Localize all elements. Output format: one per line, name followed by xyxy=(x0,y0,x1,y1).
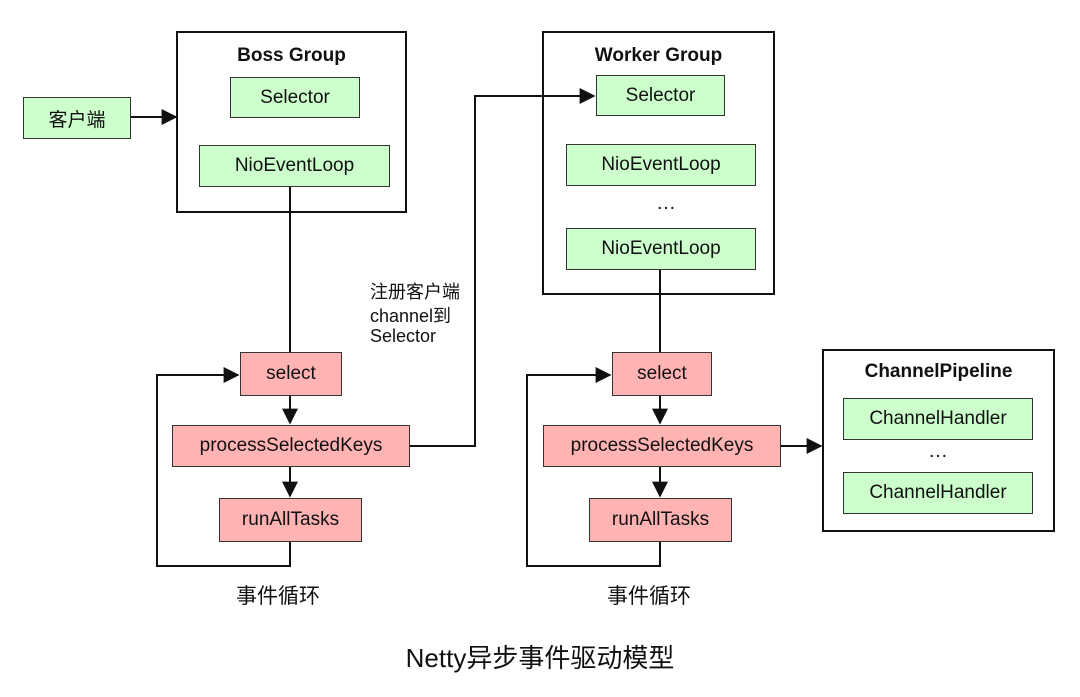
worker-ellipsis: … xyxy=(656,192,676,214)
worker-group-frame: Worker Group xyxy=(542,31,775,295)
worker-select-box: select xyxy=(612,352,712,396)
worker-process-selected-keys-box: processSelectedKeys xyxy=(543,425,781,467)
boss-selector-box: Selector xyxy=(230,77,360,118)
worker-run-all-tasks-box: runAllTasks xyxy=(589,498,732,542)
worker-nioeventloop-box: NioEventLoop xyxy=(566,144,756,186)
pipeline-ellipsis: … xyxy=(928,440,948,462)
boss-run-all-tasks-box: runAllTasks xyxy=(219,498,362,542)
worker-nioeventloop-box: NioEventLoop xyxy=(566,228,756,270)
boss-group-title: Boss Group xyxy=(237,45,346,66)
channel-handler-box: ChannelHandler xyxy=(843,472,1033,514)
boss-nioeventloop-box: NioEventLoop xyxy=(199,145,390,187)
boss-group-frame: Boss Group xyxy=(176,31,407,213)
boss-process-selected-keys-box: processSelectedKeys xyxy=(172,425,410,467)
register-note-line: 注册客户端 xyxy=(370,282,460,302)
channel-pipeline-frame: ChannelPipeline xyxy=(822,349,1055,532)
diagram-title: Netty异步事件驱动模型 xyxy=(405,643,675,673)
boss-loop-caption: 事件循环 xyxy=(236,585,320,608)
register-note-line: channel到 xyxy=(370,306,452,326)
arrow-boss-loop-back xyxy=(156,367,291,567)
worker-loop-caption: 事件循环 xyxy=(607,585,691,608)
channel-pipeline-title: ChannelPipeline xyxy=(864,361,1013,382)
worker-selector-box: Selector xyxy=(596,75,725,116)
worker-group-title: Worker Group xyxy=(594,45,723,66)
client-box: 客户端 xyxy=(23,97,131,139)
channel-handler-box: ChannelHandler xyxy=(843,398,1033,440)
arrow-worker-loop-back xyxy=(526,367,661,567)
arrow-register-to-worker-selector xyxy=(410,88,596,447)
boss-select-box: select xyxy=(240,352,342,396)
register-note-line: Selector xyxy=(370,326,437,346)
